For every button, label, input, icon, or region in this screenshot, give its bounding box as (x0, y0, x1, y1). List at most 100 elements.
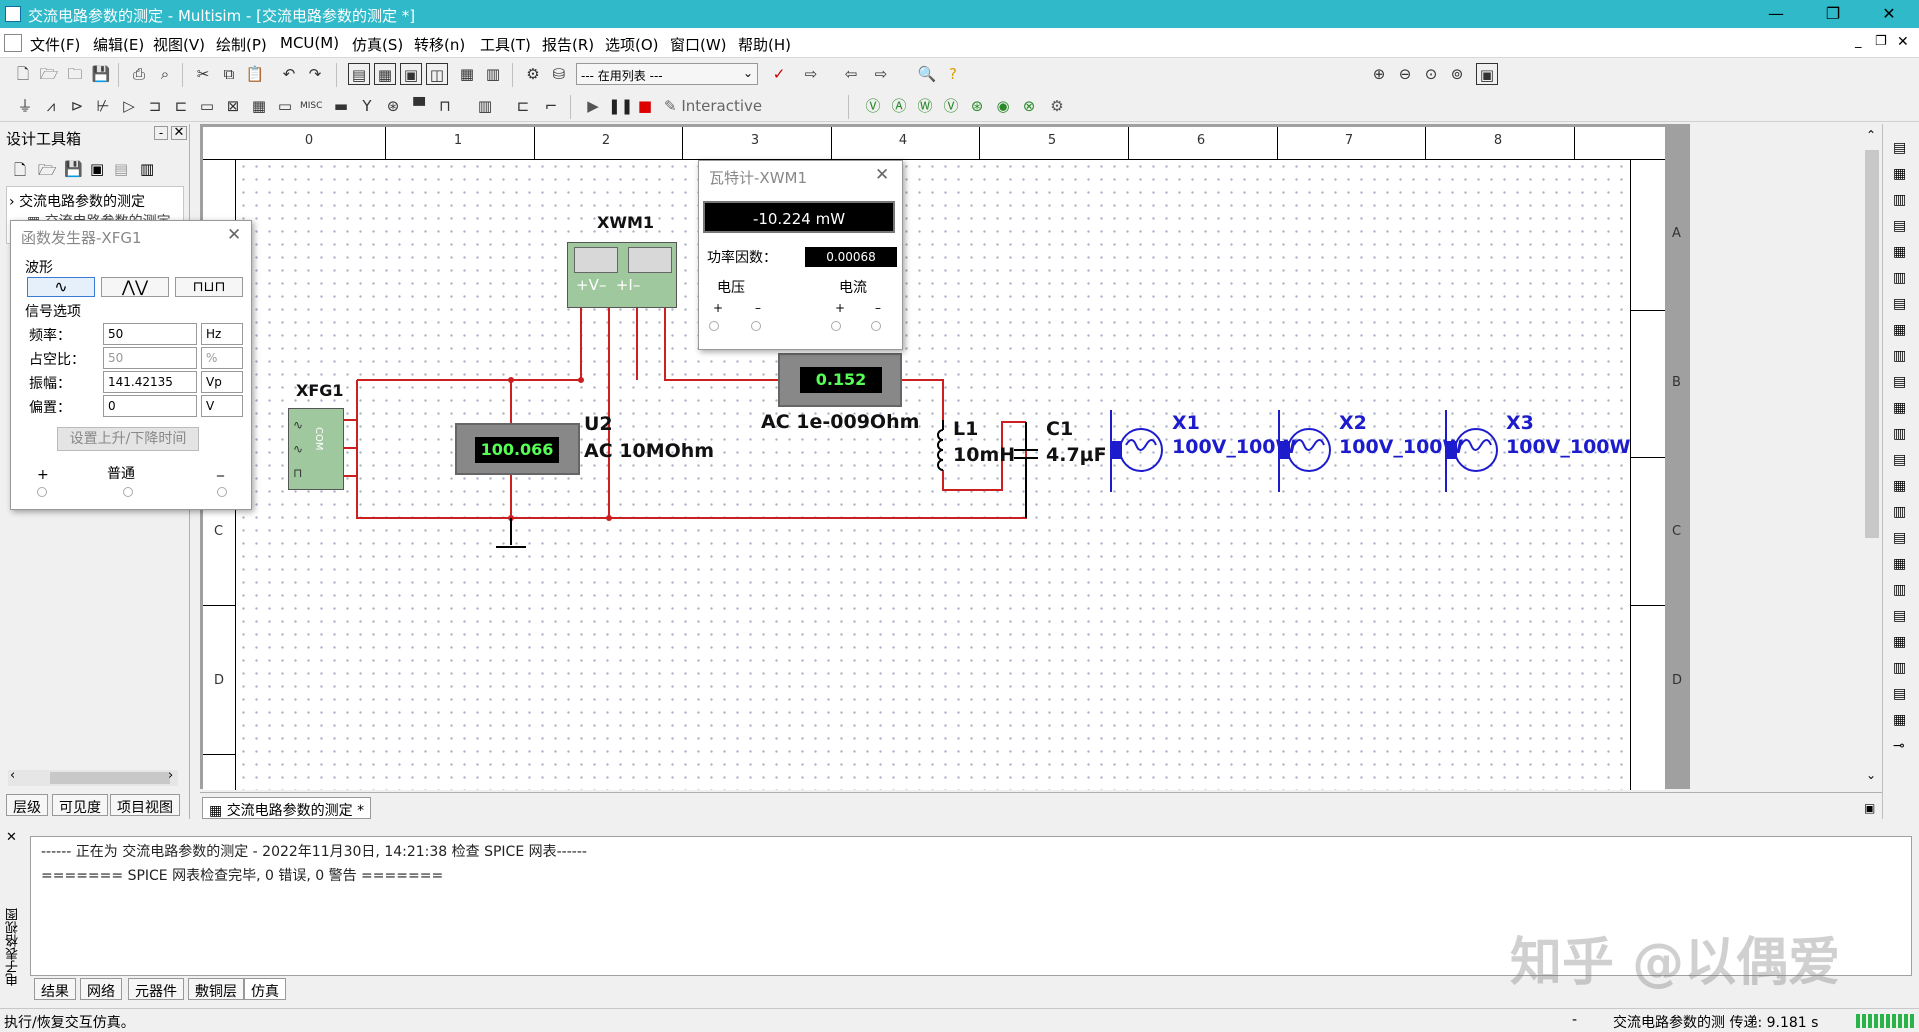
measurement-probe-icon[interactable]: ▤ (1893, 686, 1907, 702)
redo-icon[interactable]: ↷ (308, 65, 322, 83)
multimeter-icon[interactable]: ▤ (1893, 140, 1907, 156)
frequency-counter-icon[interactable]: ▤ (1893, 296, 1907, 312)
tab-components[interactable]: 元器件 (128, 978, 184, 1000)
probe-power-icon[interactable]: Ⓦ (917, 97, 933, 115)
v-plus-terminal[interactable] (709, 321, 719, 331)
transistor-icon[interactable]: ⊬ (96, 97, 110, 115)
tree-root-item[interactable]: › 交流电路参数的测定 (9, 194, 146, 210)
function-generator-symbol[interactable]: ∿∿⊓ COM (288, 408, 344, 490)
help-icon[interactable]: ? (949, 65, 957, 83)
tab-results[interactable]: 结果 (34, 978, 76, 1000)
mcu-icon[interactable]: ▥ (477, 97, 493, 115)
in-use-list-select[interactable]: --- 在用列表 ---⌄ (576, 63, 758, 85)
square-wave-button[interactable]: ⊓⊔⊓ (175, 277, 243, 297)
menu-reports[interactable]: 报告(R) (542, 36, 595, 54)
basic-icon[interactable]: ⩘ (46, 97, 56, 115)
save-icon[interactable]: 💾 (91, 65, 111, 83)
logic-analyzer-icon[interactable]: ▤ (1893, 374, 1907, 390)
properties-toggle-icon[interactable]: ▣ (400, 63, 422, 85)
probe-diff-icon[interactable]: Ⓥ (943, 97, 959, 115)
scroll-left-icon[interactable]: ‹ (10, 768, 16, 783)
source-icon[interactable]: ⏚ (17, 97, 33, 115)
grapher-icon[interactable]: ◫ (426, 63, 448, 85)
agilent-fg-icon[interactable]: ▥ (1893, 504, 1907, 520)
forward-annotate-icon[interactable]: ⇨ (874, 65, 888, 83)
diode-icon[interactable]: ⊳ (70, 97, 84, 115)
tektronix-scope-icon[interactable]: ▥ (1893, 582, 1907, 598)
tab-simulation[interactable]: 仿真 (244, 978, 286, 1000)
maximize-button[interactable]: ❐ (1825, 4, 1841, 23)
current-probe-icon[interactable]: ▥ (1893, 660, 1907, 676)
interactive-label[interactable]: ✎ Interactive (664, 97, 763, 115)
oscilloscope-icon[interactable]: ▤ (1893, 218, 1907, 234)
duty-unit[interactable]: % (201, 347, 243, 369)
freq-input[interactable]: 50 (103, 323, 197, 345)
stop-icon[interactable]: ■ (637, 97, 653, 115)
probe-digital-icon[interactable]: ◉ (996, 97, 1010, 115)
tb-new-icon[interactable]: 🗋 (14, 161, 27, 179)
offset-unit[interactable]: V (201, 395, 243, 417)
simulation-log[interactable]: ------ 正在为 交流电路参数的测定 - 2022年11月30日, 14:2… (30, 836, 1912, 976)
four-channel-scope-icon[interactable]: ▦ (1893, 244, 1907, 260)
analog-icon[interactable]: ▷ (123, 97, 135, 115)
ni-elvis-icon[interactable]: ▦ (1893, 634, 1907, 650)
menu-simulate[interactable]: 仿真(S) (352, 36, 404, 54)
electromech-icon[interactable]: ⊛ (386, 97, 400, 115)
toolbox-pin-icon[interactable]: - (154, 126, 168, 140)
zoom-area-icon[interactable]: ⊙ (1424, 65, 1438, 83)
print-preview-icon[interactable]: ⌕ (160, 65, 170, 83)
minimize-button[interactable]: — (1768, 4, 1784, 23)
open-icon[interactable]: 🗁 (39, 65, 59, 83)
back-annotate-icon[interactable]: ⇦ (844, 65, 858, 83)
labview-icon[interactable]: ▤ (1893, 608, 1907, 624)
menu-file[interactable]: 文件(F) (30, 36, 81, 54)
misc-digital-icon[interactable]: ▭ (199, 97, 215, 115)
spreadsheet-icon[interactable]: ▦ (459, 65, 475, 83)
toolbox-toggle-icon[interactable]: ▤ (348, 63, 370, 85)
open-sample-icon[interactable]: 🗀 (67, 65, 83, 83)
zoom-out-icon[interactable]: ⊖ (1398, 65, 1412, 83)
ground-probe-icon[interactable]: ▦ (1893, 712, 1907, 728)
tb-page-icon[interactable]: ▥ (140, 160, 155, 178)
common-terminal[interactable] (123, 487, 133, 497)
fg-instrument-icon[interactable]: ▦ (1893, 166, 1907, 182)
i-plus-terminal[interactable] (831, 321, 841, 331)
amp-input[interactable]: 141.42135 (103, 371, 197, 393)
vscroll-thumb[interactable] (1865, 150, 1879, 538)
zoom-fit-icon[interactable]: ⊚ (1450, 65, 1464, 83)
wattmeter-symbol[interactable]: +V– +I– (567, 242, 677, 308)
probe-icon[interactable]: ⊸ (1893, 738, 1905, 754)
mdi-close-icon[interactable]: ✕ (1897, 34, 1909, 50)
canvas-vscroll[interactable]: ⌃ ⌄ (1862, 124, 1882, 789)
iv-analyzer-icon[interactable]: ▦ (1893, 400, 1907, 416)
grid-toggle-icon[interactable]: ▦ (374, 63, 396, 85)
menu-window[interactable]: 窗口(W) (670, 36, 727, 54)
probe-current-icon[interactable]: Ⓐ (891, 97, 907, 115)
erc-icon[interactable]: ✓ (772, 65, 786, 83)
connector-icon[interactable]: ⊓ (439, 97, 451, 115)
schematic-grid[interactable] (237, 160, 1629, 790)
bus-icon[interactable]: ⌐ (544, 97, 558, 115)
voltmeter-u2[interactable]: 100.066 (455, 423, 580, 475)
agilent-mm-icon[interactable]: ▤ (1893, 530, 1907, 546)
toolbox-hscroll[interactable]: ‹ › (8, 768, 178, 786)
zoom-in-icon[interactable]: ⊕ (1372, 65, 1386, 83)
ttl-icon[interactable]: ⊐ (148, 97, 162, 115)
v-minus-terminal[interactable] (751, 321, 761, 331)
tb-delete-icon[interactable]: ▤ (114, 160, 129, 178)
wattmeter-instrument-icon[interactable]: ▥ (1893, 192, 1907, 208)
menu-mcu[interactable]: MCU(M) (280, 34, 340, 52)
probe-ref-icon[interactable]: ⊛ (970, 97, 984, 115)
mixed-icon[interactable]: ⊠ (226, 97, 240, 115)
sine-wave-button[interactable]: ∿ (27, 277, 95, 297)
hierarchical-icon[interactable]: ⊏ (516, 97, 530, 115)
menu-help[interactable]: 帮助(H) (738, 36, 791, 54)
component-wizard-icon[interactable]: ⚙ (526, 65, 540, 83)
fg-close-icon[interactable]: ✕ (227, 225, 242, 245)
indicator-icon[interactable]: ▦ (251, 97, 267, 115)
doc-tab[interactable]: ▦ 交流电路参数的测定 * (202, 797, 372, 819)
print-icon[interactable]: ⎙ (132, 65, 145, 83)
plus-terminal[interactable] (37, 487, 47, 497)
tab-copper-layers[interactable]: 敷铜层 (188, 978, 244, 1000)
copy-icon[interactable]: ⧉ (223, 65, 235, 83)
